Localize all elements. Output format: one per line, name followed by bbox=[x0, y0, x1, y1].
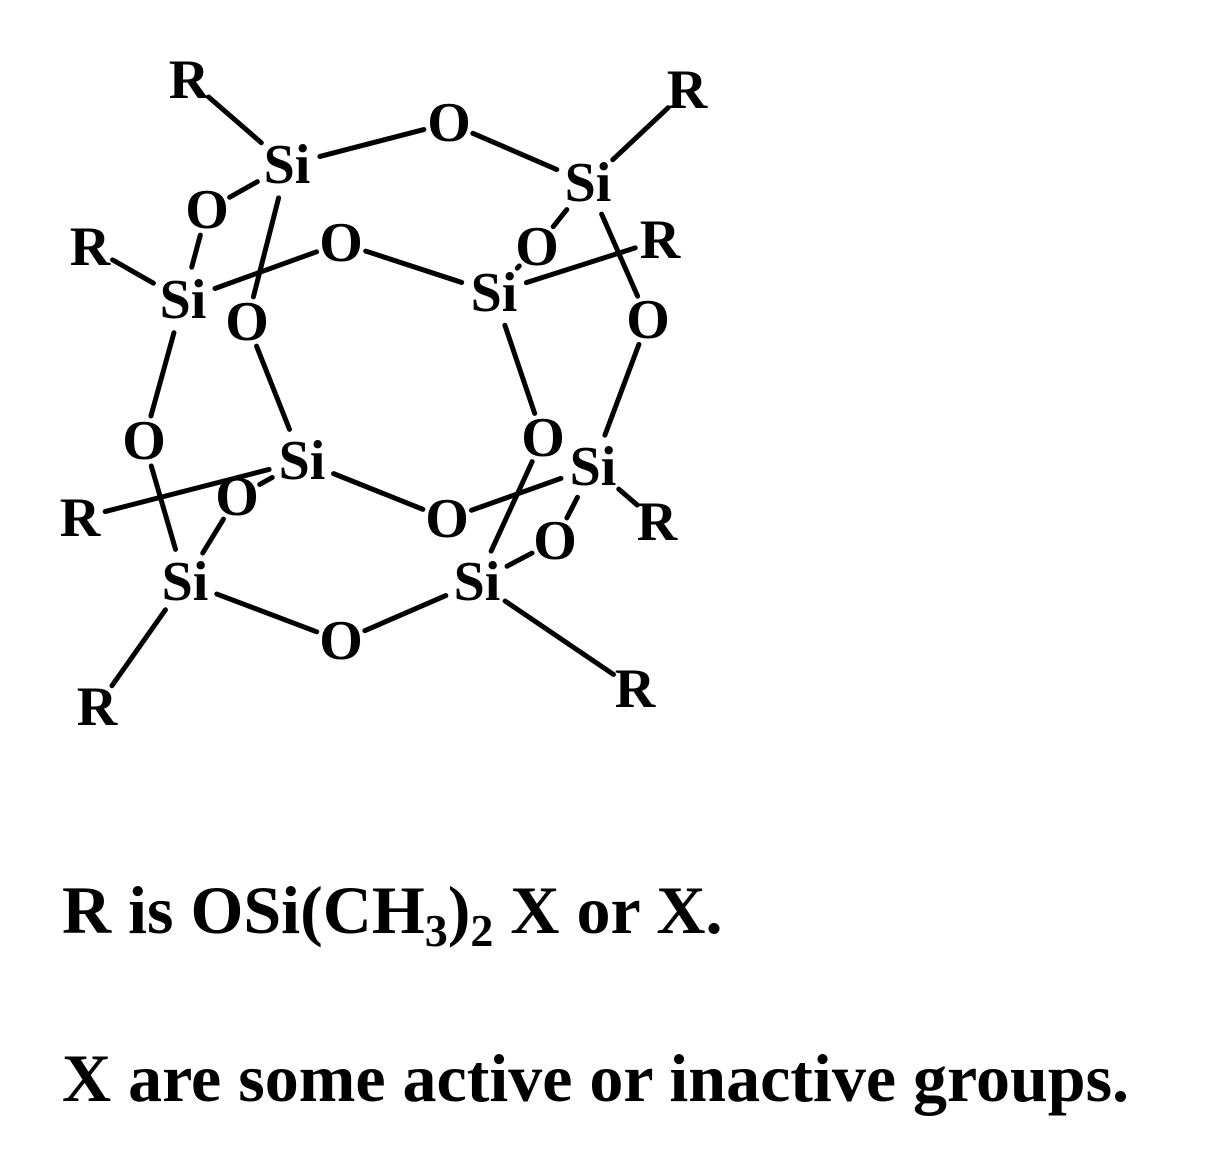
atom-label-o8: O bbox=[521, 407, 565, 469]
caption-x-definition: X are some active or inactive groups. bbox=[62, 1040, 1130, 1116]
atom-label-si1: Si bbox=[264, 134, 311, 196]
atom-label-si8: Si bbox=[454, 551, 501, 613]
bond-si1-o4 bbox=[250, 195, 282, 300]
bond-o1-si2 bbox=[470, 130, 560, 173]
bond-si1-o2 bbox=[227, 179, 260, 200]
atom-label-r8: R bbox=[615, 658, 656, 720]
atom-label-o11: O bbox=[533, 510, 577, 572]
atom-label-si6: Si bbox=[570, 436, 617, 498]
atom-label-o6: O bbox=[626, 289, 670, 351]
bond-si3-r3 bbox=[110, 257, 156, 286]
bond-o11-si8 bbox=[504, 550, 535, 569]
atom-label-si5: Si bbox=[279, 430, 326, 492]
caption-1-subscript-2: 2 bbox=[470, 904, 494, 956]
caption-1-part-a: R is OSi(CH bbox=[62, 872, 425, 948]
bond-o2-si3 bbox=[189, 232, 203, 270]
bond-o3-si4 bbox=[363, 248, 465, 285]
bond-layer bbox=[102, 94, 671, 689]
caption-1-subscript-3: 3 bbox=[424, 904, 448, 956]
atom-label-r6: R bbox=[637, 491, 678, 553]
atom-label-o2: O bbox=[185, 179, 229, 241]
atom-label-r7: R bbox=[77, 676, 118, 738]
bond-si3-o7 bbox=[148, 330, 177, 419]
atom-label-o7: O bbox=[122, 410, 166, 472]
bond-si2-o5 bbox=[550, 207, 570, 230]
bond-si4-o8 bbox=[502, 322, 538, 416]
bond-si3-o3 bbox=[212, 249, 320, 291]
atom-label-o12: O bbox=[319, 610, 363, 672]
bond-si7-o12 bbox=[214, 591, 320, 635]
atom-label-o9: O bbox=[425, 488, 469, 550]
atom-label-si3: Si bbox=[160, 269, 207, 331]
atom-label-r5: R bbox=[60, 487, 101, 549]
bond-si2-r2 bbox=[610, 105, 671, 163]
bond-o10-si7 bbox=[200, 516, 226, 556]
atom-label-r4: R bbox=[640, 209, 681, 271]
bond-si1-o1 bbox=[317, 127, 427, 159]
bond-o7-si7 bbox=[148, 463, 179, 552]
atom-label-si7: Si bbox=[162, 551, 209, 613]
bond-o6-si6 bbox=[602, 341, 642, 438]
bond-si6-r6 bbox=[616, 486, 640, 508]
bond-si8-r8 bbox=[502, 598, 616, 677]
atom-label-o1: O bbox=[427, 92, 471, 154]
bond-si1-r1 bbox=[206, 94, 264, 146]
atom-label-o10: O bbox=[215, 466, 259, 528]
bond-si5-r5 bbox=[102, 466, 272, 515]
atom-label-o5: O bbox=[515, 216, 559, 278]
caption-1-part-b: ) bbox=[447, 872, 471, 948]
caption-r-definition: R is OSi(CH3)2 X or X. bbox=[62, 876, 723, 953]
bond-si4-r4 bbox=[523, 245, 638, 286]
bond-si5-o10 bbox=[257, 474, 275, 487]
caption-1-part-c: X or X. bbox=[493, 872, 723, 948]
atom-label-o3: O bbox=[319, 212, 363, 274]
atom-label-r3: R bbox=[70, 216, 111, 278]
bond-o9-si6 bbox=[468, 475, 564, 513]
bond-si5-o9 bbox=[331, 471, 426, 512]
bond-o5-si4 bbox=[514, 263, 522, 271]
atom-label-r2: R bbox=[667, 59, 708, 121]
bond-si6-o11 bbox=[564, 494, 580, 521]
bond-o8-si8 bbox=[488, 459, 535, 554]
atom-label-si4: Si bbox=[471, 262, 518, 324]
atom-label-o4: O bbox=[225, 291, 269, 353]
bond-o4-si5 bbox=[254, 343, 292, 432]
bond-si7-r7 bbox=[109, 607, 168, 689]
atom-label-si2: Si bbox=[565, 152, 612, 214]
bond-o12-si8 bbox=[362, 593, 449, 634]
atom-label-r1: R bbox=[169, 49, 210, 111]
